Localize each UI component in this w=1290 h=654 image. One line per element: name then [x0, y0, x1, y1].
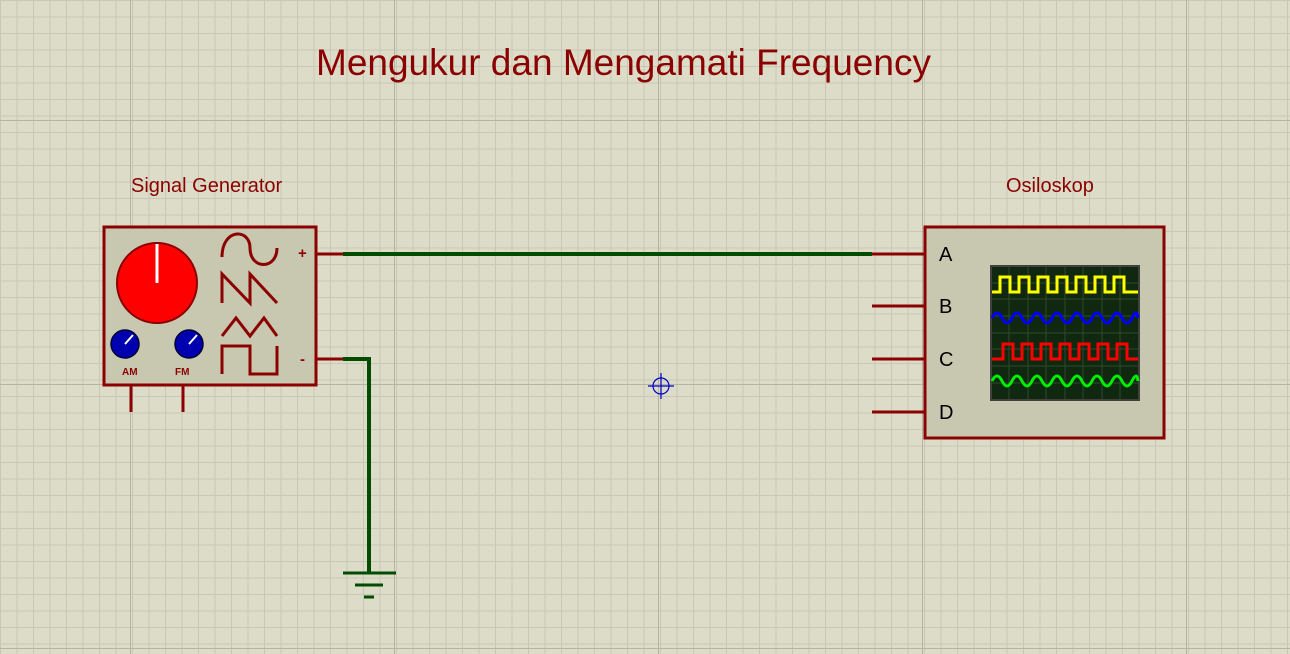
signal-generator[interactable] — [102, 225, 343, 412]
fm-knob[interactable] — [174, 329, 204, 359]
oscilloscope-label: Osiloskop — [1006, 175, 1094, 197]
negative-terminal-label: - — [300, 351, 305, 368]
fm-knob-label: FM — [175, 367, 190, 378]
trace-channel-c — [992, 342, 1138, 361]
crosshair-cursor-icon — [648, 373, 674, 399]
am-knob-label: AM — [122, 367, 138, 378]
channel-b-label: B — [939, 296, 953, 318]
trace-channel-a — [992, 275, 1138, 294]
trace-channel-d — [990, 374, 1140, 388]
square-icon — [220, 344, 279, 376]
am-knob[interactable] — [110, 329, 140, 359]
triangle-icon — [220, 315, 279, 339]
oscilloscope[interactable] — [872, 225, 1166, 440]
ground-symbol[interactable] — [343, 571, 396, 599]
wire-negative-to-ground[interactable] — [343, 357, 371, 572]
channel-c-label: C — [939, 349, 954, 371]
signal-generator-label: Signal Generator — [131, 175, 283, 197]
sine-icon — [220, 232, 279, 266]
trace-channel-b — [990, 311, 1140, 325]
positive-terminal-label: + — [298, 245, 307, 262]
sawtooth-icon — [220, 270, 279, 307]
channel-a-label: A — [939, 244, 953, 266]
frequency-knob[interactable] — [116, 242, 198, 324]
channel-d-label: D — [939, 402, 954, 424]
page-title: Mengukur dan Mengamati Frequency — [316, 42, 931, 83]
